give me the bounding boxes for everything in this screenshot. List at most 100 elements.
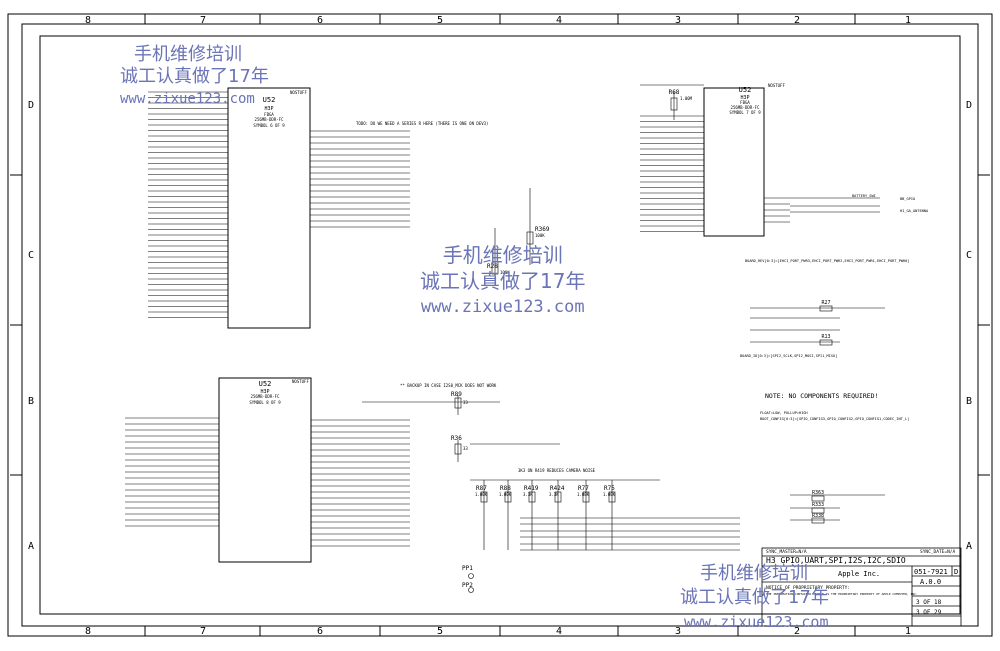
- symbol-sym: SYMBOL 7 OF 9: [729, 110, 761, 115]
- ehci-lines: [750, 197, 885, 521]
- symbol-part: H3P: [260, 389, 269, 395]
- resistor-ref: R88: [500, 485, 511, 492]
- col-label: 4: [556, 15, 562, 26]
- resistor-value: 1.00K: [603, 492, 616, 497]
- row-label: A: [28, 541, 34, 552]
- tb-notice-body: THE INFORMATION CONTAINED HEREIN IS THE …: [766, 592, 918, 596]
- svg-text:PP2: PP2: [462, 582, 473, 589]
- u52-symbol-6: U52 H3P FBGA 256MB-DDR-FC SYMBOL 6 OF 9 …: [227, 87, 311, 329]
- resistor-ref: R87: [476, 485, 487, 492]
- symbol-ref: U52: [263, 96, 276, 104]
- tb-sheet1: 3 OF 18: [916, 599, 942, 606]
- col-label: 2: [794, 626, 800, 637]
- tb-sheet2: 3 OF 29: [916, 609, 942, 616]
- tb-sync-master: SYNC_MASTER=N/A: [766, 549, 807, 555]
- col-label: 2: [794, 15, 800, 26]
- col-label: 8: [85, 626, 91, 637]
- watermark: 手机维修培训 诚工认真做了17年 www.zixue123.com: [680, 563, 829, 631]
- resistor-value: 100K: [500, 270, 510, 275]
- test-point-pp1: PP1: [462, 565, 474, 579]
- row-label: C: [966, 250, 972, 261]
- note-backup: ** BACKUP IN CASE I2S0_MCK DOES NOT WORK: [400, 383, 497, 388]
- resistor-value: 33: [463, 446, 468, 451]
- watermark: 手机维修培训 诚工认真做了17年 www.zixue123.com: [120, 44, 269, 107]
- symbol-pkg: FBGA: [740, 100, 750, 105]
- symbol-stuff: NOSTUFF: [768, 83, 785, 88]
- row-labels: D C B A D C B A: [28, 100, 972, 552]
- resistor-ref: R27: [821, 300, 830, 306]
- resistor-ref: R77: [578, 485, 589, 492]
- u52-symbol-8: U52 H3P 256MB-DDR-FC SYMBOL 8 OF 9 NOSTU…: [218, 377, 312, 563]
- note-board-rev: BOARD_REV[0:3]=[EHCI_PORT_PWR3,EHCI_PORT…: [745, 259, 909, 263]
- net-hi-antenna: HI_GA_ANTENNA: [900, 209, 929, 213]
- resistor-value: 1.00K: [577, 492, 590, 497]
- tb-rev: A.0.0: [920, 578, 941, 586]
- col-label: 1: [905, 15, 911, 26]
- row-label: B: [966, 396, 972, 407]
- row-label: C: [28, 250, 34, 261]
- resistor-ref: R13: [821, 334, 830, 340]
- col-label: 3: [675, 626, 681, 637]
- row-label: D: [28, 100, 34, 111]
- col-label: 4: [556, 626, 562, 637]
- row-label: D: [966, 100, 972, 111]
- title-block: [761, 547, 962, 627]
- symbol-mem: 256MB-DDR-FC: [255, 117, 284, 122]
- test-point-pp2: PP2: [462, 582, 474, 593]
- resistor-r369: R369 100K: [526, 188, 550, 252]
- resistor-value: 3.3K: [549, 492, 559, 497]
- symbol-part: H3P: [264, 106, 273, 112]
- row-ticks: [10, 174, 990, 476]
- note-float: FLOAT=LOW, PULLUP=HIGH: [760, 411, 808, 415]
- resistor-value: 1.00K: [475, 492, 488, 497]
- watermark: 手机维修培训 诚工认真做了17年 www.zixue123.com: [420, 243, 586, 317]
- resistor-r36: R36 33: [451, 435, 468, 462]
- resistor-ref: R338: [812, 513, 824, 519]
- tb-size: D: [954, 568, 958, 576]
- inner-frame: [39, 35, 961, 615]
- symbol-ref: U52: [259, 380, 272, 388]
- resistor-r363: R363: [811, 490, 825, 502]
- net-bb-gpio: BB_GPIO: [900, 197, 915, 201]
- resistor-ref: R363: [812, 490, 824, 496]
- symbol-sym: SYMBOL 8 OF 9: [249, 400, 281, 405]
- resistor-ref: R369: [535, 226, 550, 233]
- col-label: 3: [675, 15, 681, 26]
- symbol-sym: SYMBOL 6 OF 9: [253, 123, 285, 128]
- resistor-value: 3.3K: [523, 492, 533, 497]
- col-label: 6: [317, 626, 323, 637]
- u52-symbol-7: U52 H3P FBGA 256MB-DDR-FC SYMBOL 7 OF 9 …: [703, 83, 785, 237]
- tb-sync-date: SYNC_DATE=N/A: [920, 549, 956, 555]
- col-label: 5: [437, 15, 443, 26]
- column-labels: 8 7 6 5 4 3 2 1 8 7 6 5 4 3 2 1: [85, 15, 911, 637]
- note-camera: 3K3 ON R419 REDUCES CAMERA NOISE: [518, 468, 596, 473]
- resistor-value: 33: [463, 400, 468, 405]
- resistor-ref: R36: [451, 435, 462, 442]
- resistor-ref: R89: [451, 391, 462, 398]
- note-board-id: BOARD_ID[0:3]=[SPI2_SCLK,SPI2_MOSI,SPI1_…: [740, 354, 837, 358]
- col-label: 6: [317, 15, 323, 26]
- resistor-r333: R333: [811, 502, 825, 514]
- col-label: 1: [905, 626, 911, 637]
- symbol-part: H3P: [740, 95, 749, 101]
- note-no-components: NOTE: NO COMPONENTS REQUIRED!: [765, 392, 879, 400]
- resistor-r338: R338: [811, 513, 825, 524]
- bus-lines: [362, 252, 740, 551]
- resistor-ref: R28: [487, 263, 498, 270]
- outer-frame: [21, 23, 979, 627]
- col-label: 8: [85, 15, 91, 26]
- symbol-stuff: NOSTUFF: [292, 379, 309, 384]
- resistor-r27: R27: [819, 300, 833, 312]
- resistor-r68: R68 1.00M: [669, 89, 693, 120]
- resistor-ref: R68: [669, 89, 680, 96]
- symbol-pkg: FBGA: [264, 112, 274, 117]
- svg-text:PP1: PP1: [462, 565, 473, 572]
- resistor-ref: R424: [550, 485, 565, 492]
- row-label: A: [966, 541, 972, 552]
- resistor-ref: R75: [604, 485, 615, 492]
